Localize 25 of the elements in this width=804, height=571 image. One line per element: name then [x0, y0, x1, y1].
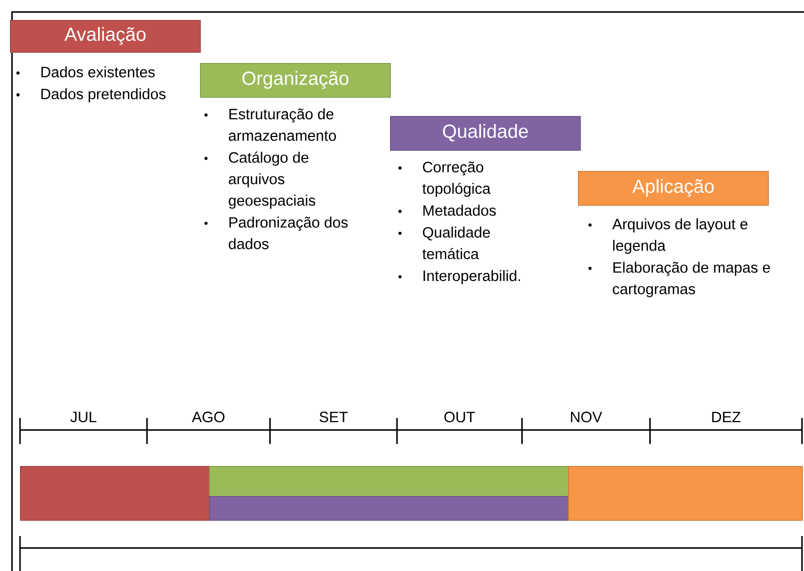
month-label: NOV — [570, 412, 602, 422]
gantt-bar — [568, 466, 803, 521]
month-label: JUL — [70, 412, 96, 422]
bullet-item: Elaboração de mapas e cartogramas — [588, 262, 770, 298]
month-label: AGO — [192, 412, 224, 422]
gantt-bar — [209, 496, 569, 521]
month-label: OUT — [444, 412, 475, 422]
gantt-bar — [20, 466, 210, 521]
phase-box: Aplicação — [578, 171, 769, 206]
bullet-item: Qualidade temática — [398, 226, 490, 260]
phase-box: Qualidade — [390, 116, 581, 151]
bullet-item: Arquivos de layout e legenda — [588, 218, 748, 254]
bullet-item: Dados pretendidos — [16, 88, 166, 102]
bullet-item: Dados existentes — [16, 66, 155, 78]
month-label: SET — [320, 412, 348, 422]
bullet-item: Correção topológica — [398, 162, 491, 197]
phase-box: Organização — [200, 63, 391, 98]
bullet-item: Estruturação de armazenamento — [204, 108, 336, 141]
month-label: DEZ — [712, 412, 741, 422]
bullet-item: Padronização dos dados — [204, 216, 348, 250]
phase-box: Avaliação — [10, 20, 201, 53]
gantt-bar — [209, 466, 569, 497]
bullet-item: Metadados — [398, 204, 496, 216]
bullet-item: Catálogo de arquivos geoespaciais — [204, 152, 316, 209]
bullet-item: Interoperabilid. — [398, 270, 520, 284]
